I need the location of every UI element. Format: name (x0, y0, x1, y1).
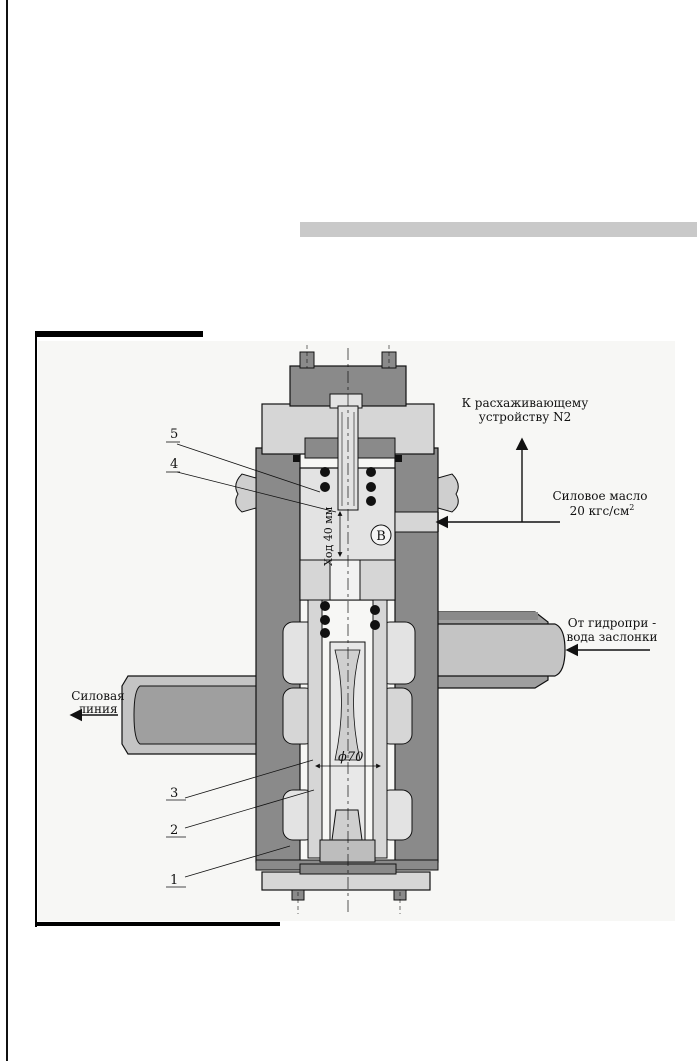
callout-5: 5 (170, 427, 178, 442)
oil-label-line2: 20 кгс/см2 (570, 503, 635, 518)
figure-frame-bottom-bar (35, 922, 280, 926)
figure-frame-top-bar (35, 331, 203, 337)
header-gray-band (300, 222, 697, 237)
power-line-label-2: линия (78, 702, 117, 716)
sleeve-right (372, 599, 388, 859)
top-right-label-line2: устройству N2 (479, 410, 571, 424)
callout-4: 4 (170, 457, 178, 472)
left-side-knob (235, 473, 257, 513)
top-right-label-line1: К расхаживающему (462, 396, 589, 410)
chamber-b-letter: В (376, 529, 386, 544)
seal-rings (320, 467, 380, 638)
chamber-b-marker (370, 524, 392, 546)
power-line-label-1: Силовая (71, 689, 125, 703)
bottom-flange (261, 871, 431, 891)
stroke-label: Ход 40 мм (322, 506, 335, 566)
oil-label-line1: Силовое масло (553, 489, 648, 503)
oil-inlet-port (394, 511, 439, 533)
page-left-rule (6, 0, 8, 1061)
callout-1: 1 (170, 873, 178, 888)
callout-3: 3 (170, 786, 178, 801)
figure-frame-left-rule (35, 331, 37, 927)
sleeve-left (307, 599, 323, 859)
drive-label-line1: От гидропри - (568, 616, 656, 630)
diameter-label: ϕ70 (338, 750, 363, 765)
callout-2: 2 (170, 823, 178, 838)
drive-label-line2: вода заслонки (566, 630, 657, 644)
right-side-knob (437, 473, 459, 513)
